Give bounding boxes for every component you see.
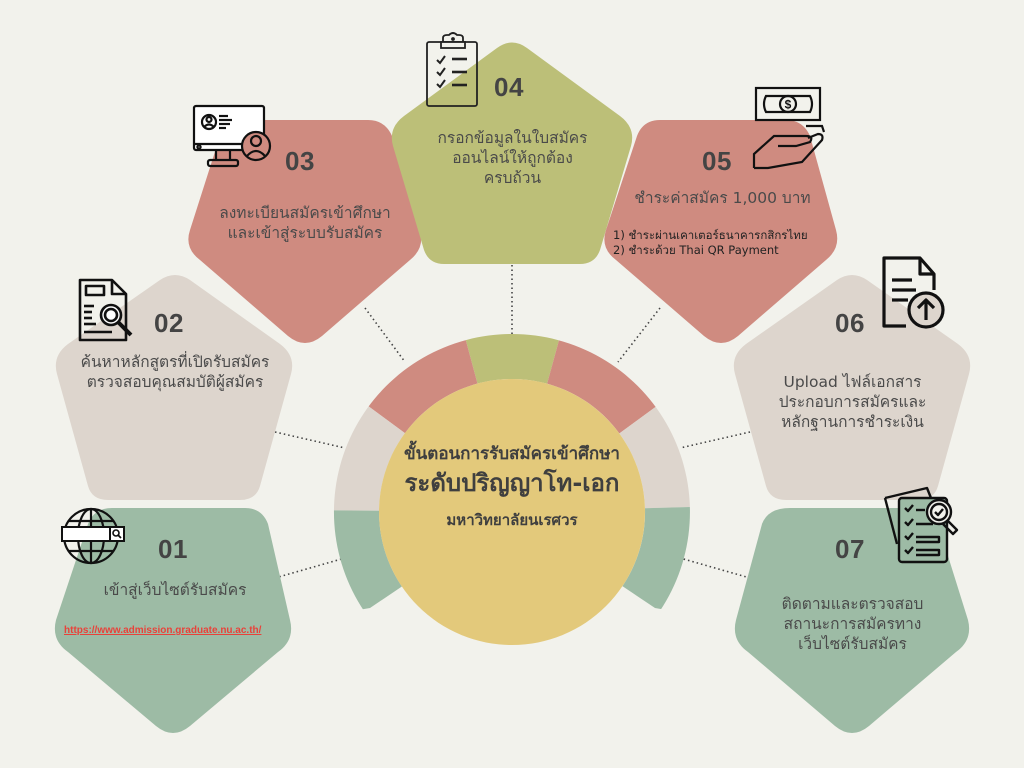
step-04-text: กรอกข้อมูลในใบสมัคร ออนไลน์ให้ถูกต้อง คร… <box>437 129 588 187</box>
step-03-text: ลงทะเบียนสมัครเข้าศึกษา และเข้าสู่ระบบรั… <box>219 204 391 242</box>
step-02-text: ค้นหาหลักสูตรที่เปิดรับสมัคร ตรวจสอบคุณส… <box>80 353 270 391</box>
globe-search-icon <box>61 507 125 565</box>
step-05-text: ชำระค่าสมัคร 1,000 บาท <box>634 189 811 207</box>
step-01-text: เข้าสู่เว็บไซต์รับสมัคร <box>103 581 247 599</box>
step-06-shape <box>733 275 971 500</box>
step-07-number: 07 <box>835 534 865 564</box>
center-title-line1: ขั้นตอนการรับสมัครเข้าศึกษา <box>404 444 620 464</box>
step-07-text: ติดตามและตรวจสอบ สถานะการสมัครทาง เว็บไซ… <box>781 595 924 653</box>
file-upload-icon <box>882 256 945 329</box>
document-search-icon <box>78 278 133 342</box>
step-04-shape <box>391 42 633 264</box>
step-03-shape <box>188 120 422 343</box>
step-05-number: 05 <box>702 146 732 176</box>
admission-website-link[interactable]: https://www.admission.graduate.nu.ac.th/ <box>64 625 262 636</box>
step-05-shape <box>604 120 838 343</box>
clipboard-checklist-icon <box>426 32 478 107</box>
connector-lines <box>274 265 751 579</box>
svg-text:$: $ <box>785 98 792 112</box>
step-07-shape <box>734 508 970 733</box>
center-circle <box>379 379 645 645</box>
step-06-text: Upload ไฟล์เอกสาร ประกอบการสมัครและ หลัก… <box>778 373 927 431</box>
step-04-number: 04 <box>494 72 524 102</box>
step-02-number: 02 <box>154 308 184 338</box>
center-title-line3: มหาวิทยาลัยนเรศวร <box>446 511 578 529</box>
step-01-number: 01 <box>158 534 188 564</box>
step-02-shape <box>55 275 293 500</box>
step-05-payment-options: 1) ชำระผ่านเคาเตอร์ธนาคารกสิกรไทย 2) ชำร… <box>613 228 808 257</box>
hand-money-icon: $ <box>752 86 826 170</box>
checklist-magnifier-icon <box>883 486 959 564</box>
computer-user-icon <box>192 104 272 168</box>
step-06-number: 06 <box>835 308 865 338</box>
center-title-line2: ระดับปริญญาโท-เอก <box>404 469 620 497</box>
step-03-number: 03 <box>285 146 315 176</box>
step-01-shape <box>54 508 292 733</box>
